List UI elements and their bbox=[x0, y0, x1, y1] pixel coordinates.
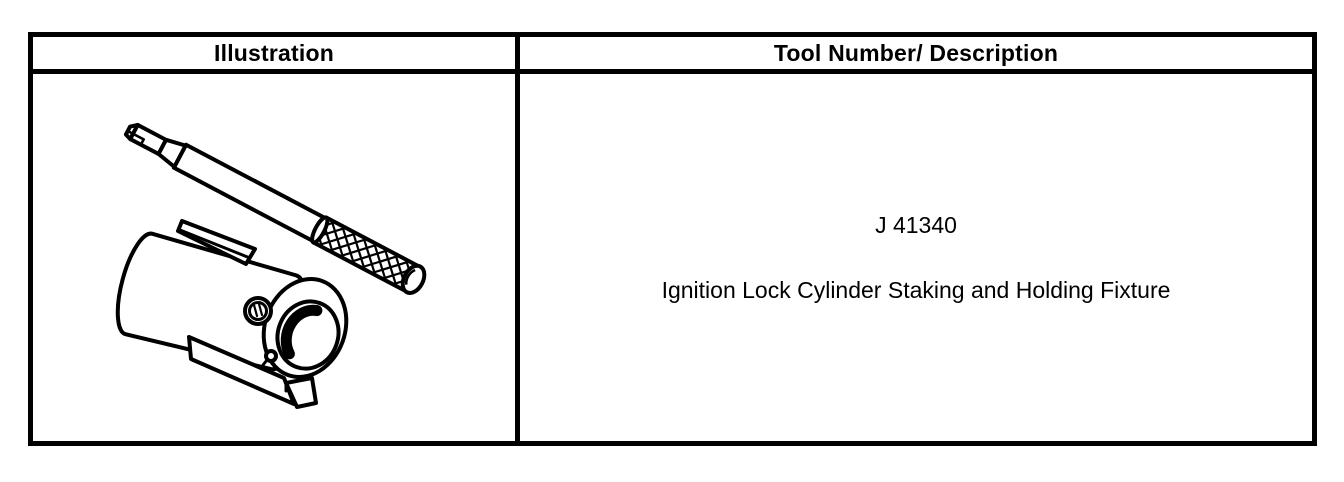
tool-number-description-header-label: Tool Number/ Description bbox=[773, 39, 1059, 66]
staking-punch-drawing bbox=[123, 122, 427, 295]
tool-number: J 41340 bbox=[875, 211, 957, 238]
illustration-column-header: Illustration bbox=[28, 32, 520, 74]
table-header-row: Illustration Tool Number/ Description bbox=[28, 32, 1317, 74]
fixture-base-foot bbox=[284, 375, 318, 409]
keyway-pin bbox=[264, 348, 278, 363]
illustration-cell bbox=[28, 69, 520, 446]
tool-info-cell: J 41340 Ignition Lock Cylinder Staking a… bbox=[515, 69, 1317, 446]
tool-number-description-column-header: Tool Number/ Description bbox=[515, 32, 1317, 74]
table-row: J 41340 Ignition Lock Cylinder Staking a… bbox=[28, 69, 1317, 446]
tool-illustration bbox=[115, 122, 427, 409]
bore-shadow bbox=[280, 304, 323, 359]
punch-end-cap bbox=[400, 263, 427, 295]
tool-description: Ignition Lock Cylinder Staking and Holdi… bbox=[661, 276, 1171, 303]
special-tools-table: Illustration Tool Number/ Description bbox=[28, 32, 1317, 446]
illustration-header-label: Illustration bbox=[214, 39, 334, 66]
holding-fixture-drawing bbox=[115, 218, 349, 409]
